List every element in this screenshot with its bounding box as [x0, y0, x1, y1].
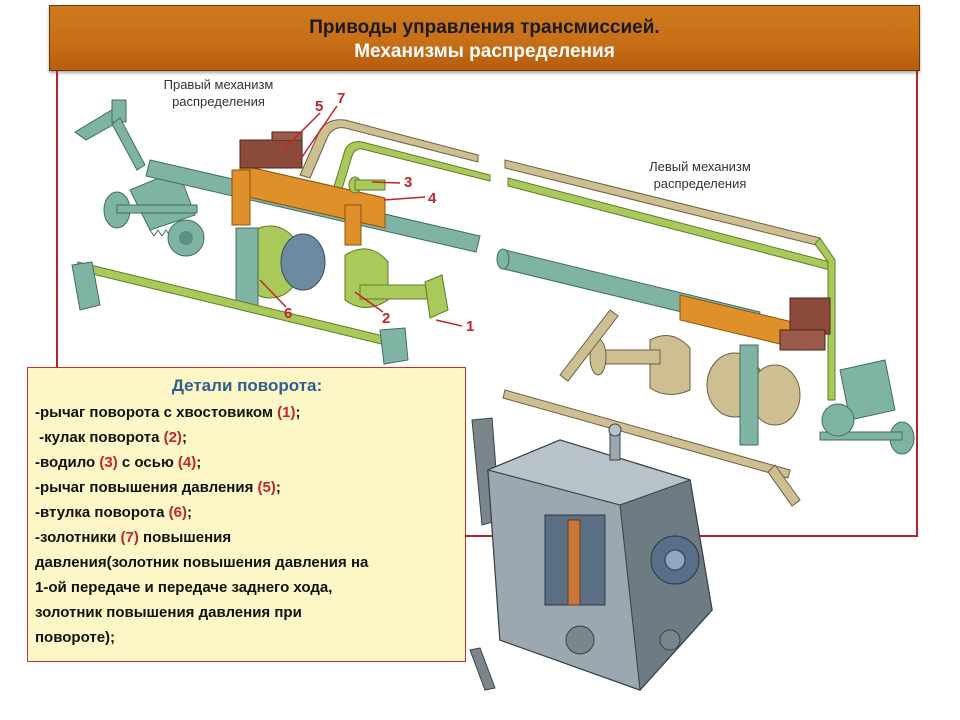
detail-item: 1-ой передаче и передаче заднего хода, — [35, 579, 333, 596]
callout-7: 7 — [337, 90, 346, 107]
right-mechanism-caption-line2: распределения — [172, 94, 265, 109]
page-subtitle: Механизмы распределения — [354, 41, 615, 62]
detail-text: -кулак поворота — [35, 429, 164, 446]
detail-text: с осью — [117, 454, 178, 471]
detail-number: (4) — [177, 454, 197, 471]
detail-item: давления(золотник повышения давления на — [35, 554, 369, 571]
page-title: Приводы управления трансмиссией. — [309, 17, 660, 38]
detail-number: (1) — [277, 404, 296, 421]
detail-text: ; — [295, 404, 301, 421]
detail-text: -втулка поворота — [35, 504, 169, 521]
right-mechanism — [71, 99, 491, 365]
left-mechanism-caption-line1: Левый механизм — [649, 159, 751, 174]
right-mechanism-caption: Правый механизм распределения — [146, 76, 291, 110]
detail-text: ; — [181, 429, 187, 446]
callout-3: 3 — [404, 174, 413, 191]
detail-item: -кулак поворота (2); — [35, 425, 459, 450]
detail-text: -золотники — [35, 529, 121, 546]
detail-text: -водило — [35, 454, 100, 471]
detail-item: золотник повышения давления при — [35, 604, 302, 621]
detail-item: -водило (3) с осью (4); — [35, 450, 459, 475]
detail-number: (5) — [257, 479, 276, 496]
left-mechanism-caption-line2: распределения — [653, 176, 747, 191]
callout-6: 6 — [284, 305, 293, 322]
callout-2: 2 — [382, 310, 391, 327]
title-bar: Приводы управления трансмиссией. Механиз… — [49, 5, 920, 71]
callout-4: 4 — [428, 190, 437, 207]
detail-item: -золотники (7) повышения — [35, 525, 459, 550]
left-mechanism-caption: Левый механизм распределения — [625, 158, 775, 192]
callout-leaders — [259, 105, 463, 327]
detail-text: ; — [196, 454, 202, 471]
diagram-frame — [56, 71, 918, 537]
gearbox-cutaway — [469, 417, 713, 692]
callout-5: 5 — [315, 98, 324, 115]
detail-number: (2) — [163, 429, 182, 446]
detail-item: -рычаг поворота с хвостовиком (1); — [35, 400, 459, 425]
left-mechanism — [496, 159, 915, 507]
detail-text: -рычаг поворота с хвостовиком — [35, 404, 278, 421]
details-box: Детали поворота: -рычаг поворота с хвост… — [27, 367, 466, 662]
detail-number: (6) — [168, 504, 187, 521]
detail-text: ; — [187, 504, 192, 521]
right-mechanism-caption-line1: Правый механизм — [163, 77, 274, 92]
detail-item: -втулка поворота (6); — [35, 500, 459, 525]
detail-number: (3) — [99, 454, 118, 471]
detail-number: (7) — [120, 529, 139, 546]
details-title: Детали поворота: — [171, 376, 323, 395]
detail-text: повышения — [138, 529, 232, 546]
detail-text: -рычаг повышения давления — [35, 479, 258, 496]
detail-text: ; — [275, 479, 281, 496]
detail-item: повороте); — [35, 629, 116, 646]
callout-1: 1 — [466, 318, 475, 335]
detail-item: -рычаг повышения давления (5); — [35, 475, 459, 500]
